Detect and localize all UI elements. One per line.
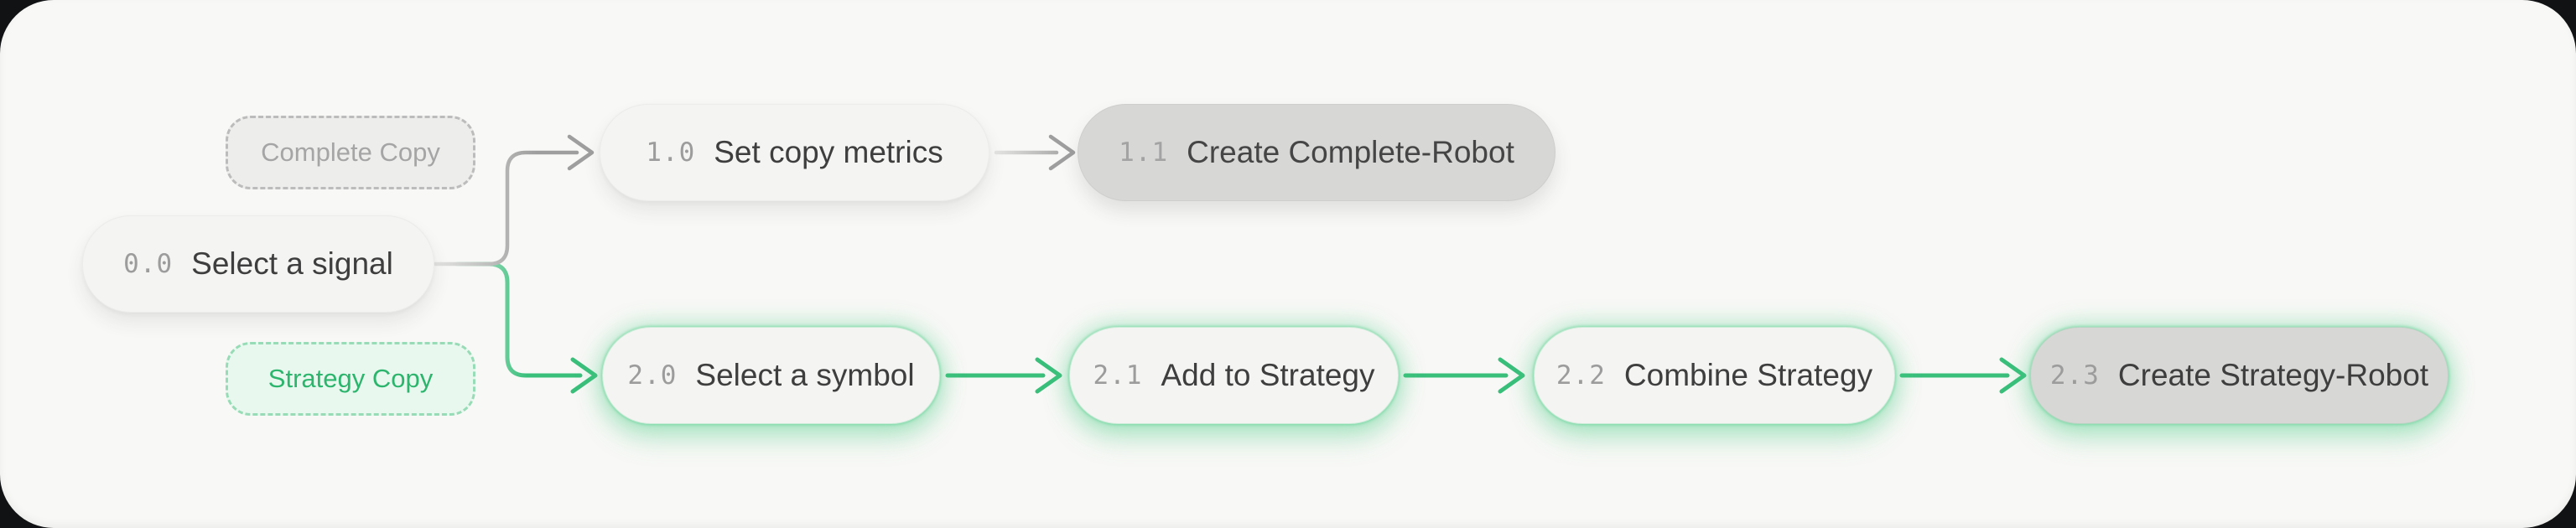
arrowhead-icon	[1498, 357, 1525, 394]
edge-root-to-strategy	[454, 261, 583, 378]
node-number: 1.0	[646, 137, 696, 168]
branch-label-complete-copy: Complete Copy	[226, 116, 475, 189]
arrowhead-icon	[1048, 134, 1076, 171]
node-title: Set copy metrics	[714, 135, 943, 169]
node-number: 2.0	[627, 360, 678, 391]
flow-node-2.0[interactable]: 2.0 Select a symbol	[602, 327, 940, 424]
node-title: Select a signal	[191, 246, 393, 281]
node-number: 2.3	[2049, 360, 2100, 391]
arrowhead-icon	[570, 357, 598, 394]
arrowhead-icon	[1999, 357, 2027, 394]
flow-node-1.1[interactable]: 1.1 Create Complete-Robot	[1078, 104, 1555, 201]
node-title: Create Strategy-Robot	[2117, 358, 2429, 392]
flow-node-2.3[interactable]: 2.3 Create Strategy-Robot	[2030, 327, 2449, 424]
arrowhead-icon	[567, 134, 595, 171]
node-title: Select a symbol	[695, 358, 915, 392]
flow-node-0.0[interactable]: 0.0 Select a signal	[82, 215, 434, 313]
node-number: 2.1	[1093, 360, 1143, 391]
node-title: Combine Strategy	[1623, 358, 1873, 392]
node-number: 2.2	[1555, 360, 1606, 391]
node-number: 1.1	[1119, 137, 1169, 168]
branch-label-text: Strategy Copy	[267, 364, 434, 393]
node-title: Create Complete-Robot	[1187, 135, 1514, 169]
flow-node-2.2[interactable]: 2.2 Combine Strategy	[1534, 327, 1895, 424]
node-title: Add to Strategy	[1161, 358, 1375, 392]
flow-node-2.1[interactable]: 2.1 Add to Strategy	[1069, 327, 1399, 424]
node-number: 0.0	[123, 249, 174, 279]
arrowhead-icon	[1035, 357, 1062, 394]
branch-label-text: Complete Copy	[261, 137, 440, 167]
flow-node-1.0[interactable]: 1.0 Set copy metrics	[600, 104, 989, 201]
branch-label-strategy-copy: Strategy Copy	[226, 342, 475, 416]
